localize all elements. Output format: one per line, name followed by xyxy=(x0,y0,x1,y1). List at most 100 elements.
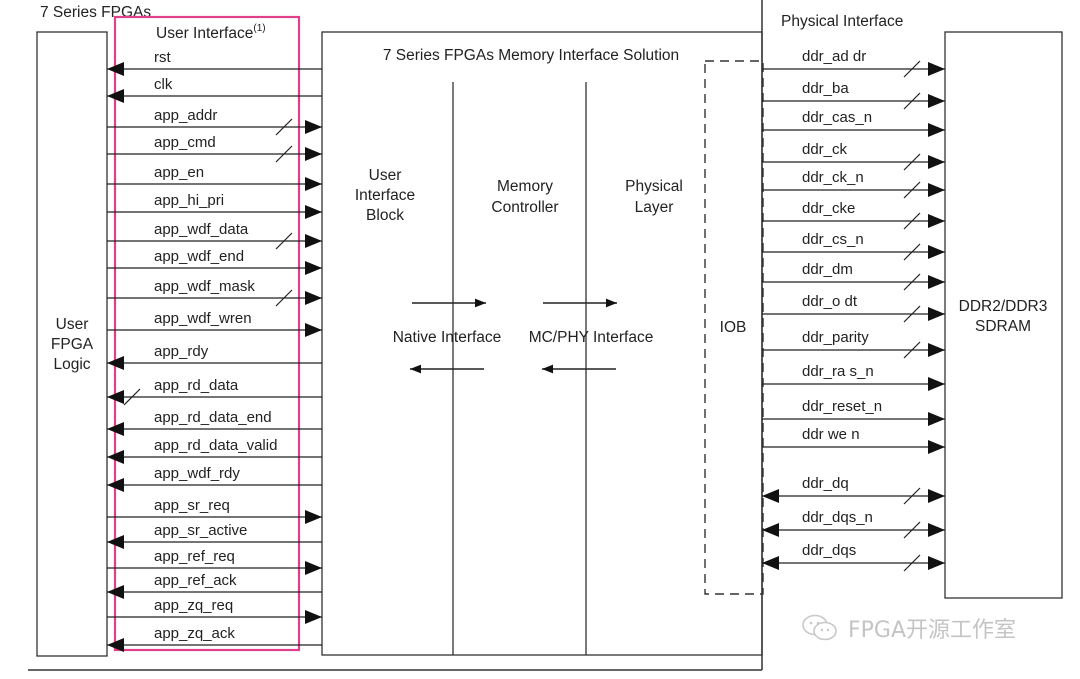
bus-width-slash xyxy=(275,145,293,163)
signal-label: app_rd_data_valid xyxy=(154,437,277,454)
ui-signal-app-wdf-mask: app_wdf_mask xyxy=(107,278,322,307)
ui-signal-app-wdf-end: app_wdf_end xyxy=(107,248,322,275)
phy-signal-ddr-o-dt: ddr_o dt xyxy=(762,293,945,323)
ui-block-label-2: Interface xyxy=(355,187,415,204)
phy-signal-ddr-dm: ddr_dm xyxy=(762,261,945,291)
bus-width-slash xyxy=(903,92,921,110)
arrow-left-icon xyxy=(107,422,124,436)
ui-signal-app-rd-data-valid: app_rd_data_valid xyxy=(107,437,322,464)
signal-label: app_wdf_wren xyxy=(154,310,252,327)
signal-label: app_wdf_mask xyxy=(154,278,255,295)
watermark-text: FPGA开源工作室 xyxy=(848,618,1017,643)
signal-label: ddr_dq xyxy=(802,475,849,492)
phy-signal-ddr-ad-dr: ddr_ad dr xyxy=(762,48,945,78)
mc-block-label-1: Memory xyxy=(497,178,553,195)
ui-signal-app-rd-data-end: app_rd_data_end xyxy=(107,409,322,436)
bus-width-slash xyxy=(275,289,293,307)
phy-signal-ddr-cs-n: ddr_cs_n xyxy=(762,231,945,261)
arrow-right-icon xyxy=(928,275,945,289)
user-fpga-logic-label-1: User xyxy=(56,316,89,333)
arrow-right-icon xyxy=(928,377,945,391)
arrow-right-icon xyxy=(305,120,322,134)
phy-signal-ddr-cke: ddr_cke xyxy=(762,200,945,230)
signal-label: ddr_ad dr xyxy=(802,48,866,65)
fpga-family-title: 7 Series FPGAs xyxy=(40,4,151,21)
user-interface-title: User Interface(1) xyxy=(156,23,266,42)
arrow-right-icon xyxy=(305,205,322,219)
arrow-right-icon xyxy=(928,440,945,454)
bus-width-slash xyxy=(903,153,921,171)
bus-width-slash xyxy=(903,305,921,323)
signal-label: app_rdy xyxy=(154,343,209,360)
arrow-right-icon xyxy=(305,234,322,248)
phy-block-label-2: Layer xyxy=(635,199,674,216)
bus-width-slash xyxy=(275,118,293,136)
phy-block-label-1: Physical xyxy=(625,178,683,195)
ui-signal-app-cmd: app_cmd xyxy=(107,134,322,163)
arrow-right-icon xyxy=(305,561,322,575)
signal-label: app_rd_data_end xyxy=(154,409,272,426)
signal-label: ddr_ck_n xyxy=(802,169,864,186)
user-fpga-logic-block xyxy=(36,31,108,657)
ui-signal-app-zq-req: app_zq_req xyxy=(107,597,322,624)
ui-signal-rst: rst xyxy=(107,49,322,76)
bus-width-slash xyxy=(903,487,921,505)
arrow-right-icon xyxy=(305,177,322,191)
arrow-left-icon xyxy=(107,638,124,652)
ui-signal-app-rd-data: app_rd_data xyxy=(107,377,322,406)
arrow-right-icon xyxy=(928,523,945,537)
arrow-right-icon xyxy=(305,610,322,624)
phy-signal-ddr-dqs-n: ddr_dqs_n xyxy=(762,509,945,539)
phy-signal-ddr-ra-s-n: ddr_ra s_n xyxy=(762,363,945,391)
user-fpga-logic-label-2: FPGA xyxy=(51,336,94,353)
arrow-left-icon xyxy=(107,356,124,370)
ui-signal-app-wdf-rdy: app_wdf_rdy xyxy=(107,465,322,492)
phy-signal-ddr-ba: ddr_ba xyxy=(762,80,945,110)
user-interface-footnote: (1) xyxy=(253,23,265,34)
mc-block-label-2: Controller xyxy=(491,199,558,216)
bus-width-slash xyxy=(903,273,921,291)
physical-interface-title: Physical Interface xyxy=(781,13,903,30)
signal-label: clk xyxy=(154,76,173,93)
ui-block-label-3: Block xyxy=(366,207,404,224)
iob-label: IOB xyxy=(720,319,747,336)
ui-signal-app-wdf-data: app_wdf_data xyxy=(107,221,322,250)
bus-width-slash xyxy=(275,232,293,250)
signal-label: rst xyxy=(154,49,171,66)
arrow-right-icon xyxy=(305,323,322,337)
memory-interface-solution-block xyxy=(321,31,763,656)
phy-signal-ddr-dqs: ddr_dqs xyxy=(762,542,945,572)
ui-signal-app-zq-ack: app_zq_ack xyxy=(107,625,322,652)
arrow-left-icon xyxy=(107,390,124,404)
watermark: FPGA开源工作室 xyxy=(800,612,1016,644)
mcphy-interface-label: MC/PHY Interface xyxy=(529,329,654,346)
arrow-left-icon xyxy=(107,62,124,76)
bus-width-slash xyxy=(903,341,921,359)
ui-signal-clk: clk xyxy=(107,76,322,103)
ui-signal-app-rdy: app_rdy xyxy=(107,343,322,370)
signal-label: ddr_dm xyxy=(802,261,853,278)
signal-label: app_cmd xyxy=(154,134,216,151)
signal-label: app_sr_req xyxy=(154,497,230,514)
ui-signal-app-sr-active: app_sr_active xyxy=(107,522,322,549)
iob-region xyxy=(704,60,764,595)
signal-label: ddr_o dt xyxy=(802,293,858,310)
bus-width-slash xyxy=(123,388,141,406)
arrow-right-icon xyxy=(928,412,945,426)
arrow-right-icon xyxy=(928,155,945,169)
arrow-left-icon xyxy=(107,535,124,549)
user-fpga-logic-label-3: Logic xyxy=(53,356,90,373)
arrow-right-icon xyxy=(928,123,945,137)
arrow-right-icon xyxy=(928,343,945,357)
arrow-left-icon xyxy=(107,450,124,464)
phy-signal-ddr-cas-n: ddr_cas_n xyxy=(762,109,945,137)
signal-label: ddr_ba xyxy=(802,80,849,97)
ui-signal-app-en: app_en xyxy=(107,164,322,191)
arrow-left-icon xyxy=(107,585,124,599)
arrow-right-icon xyxy=(928,94,945,108)
signal-label: ddr_cas_n xyxy=(802,109,872,126)
signal-label: app_rd_data xyxy=(154,377,239,394)
signal-label: app_sr_active xyxy=(154,522,247,539)
signal-label: ddr_cke xyxy=(802,200,855,217)
signal-label: ddr_dqs xyxy=(802,542,856,559)
